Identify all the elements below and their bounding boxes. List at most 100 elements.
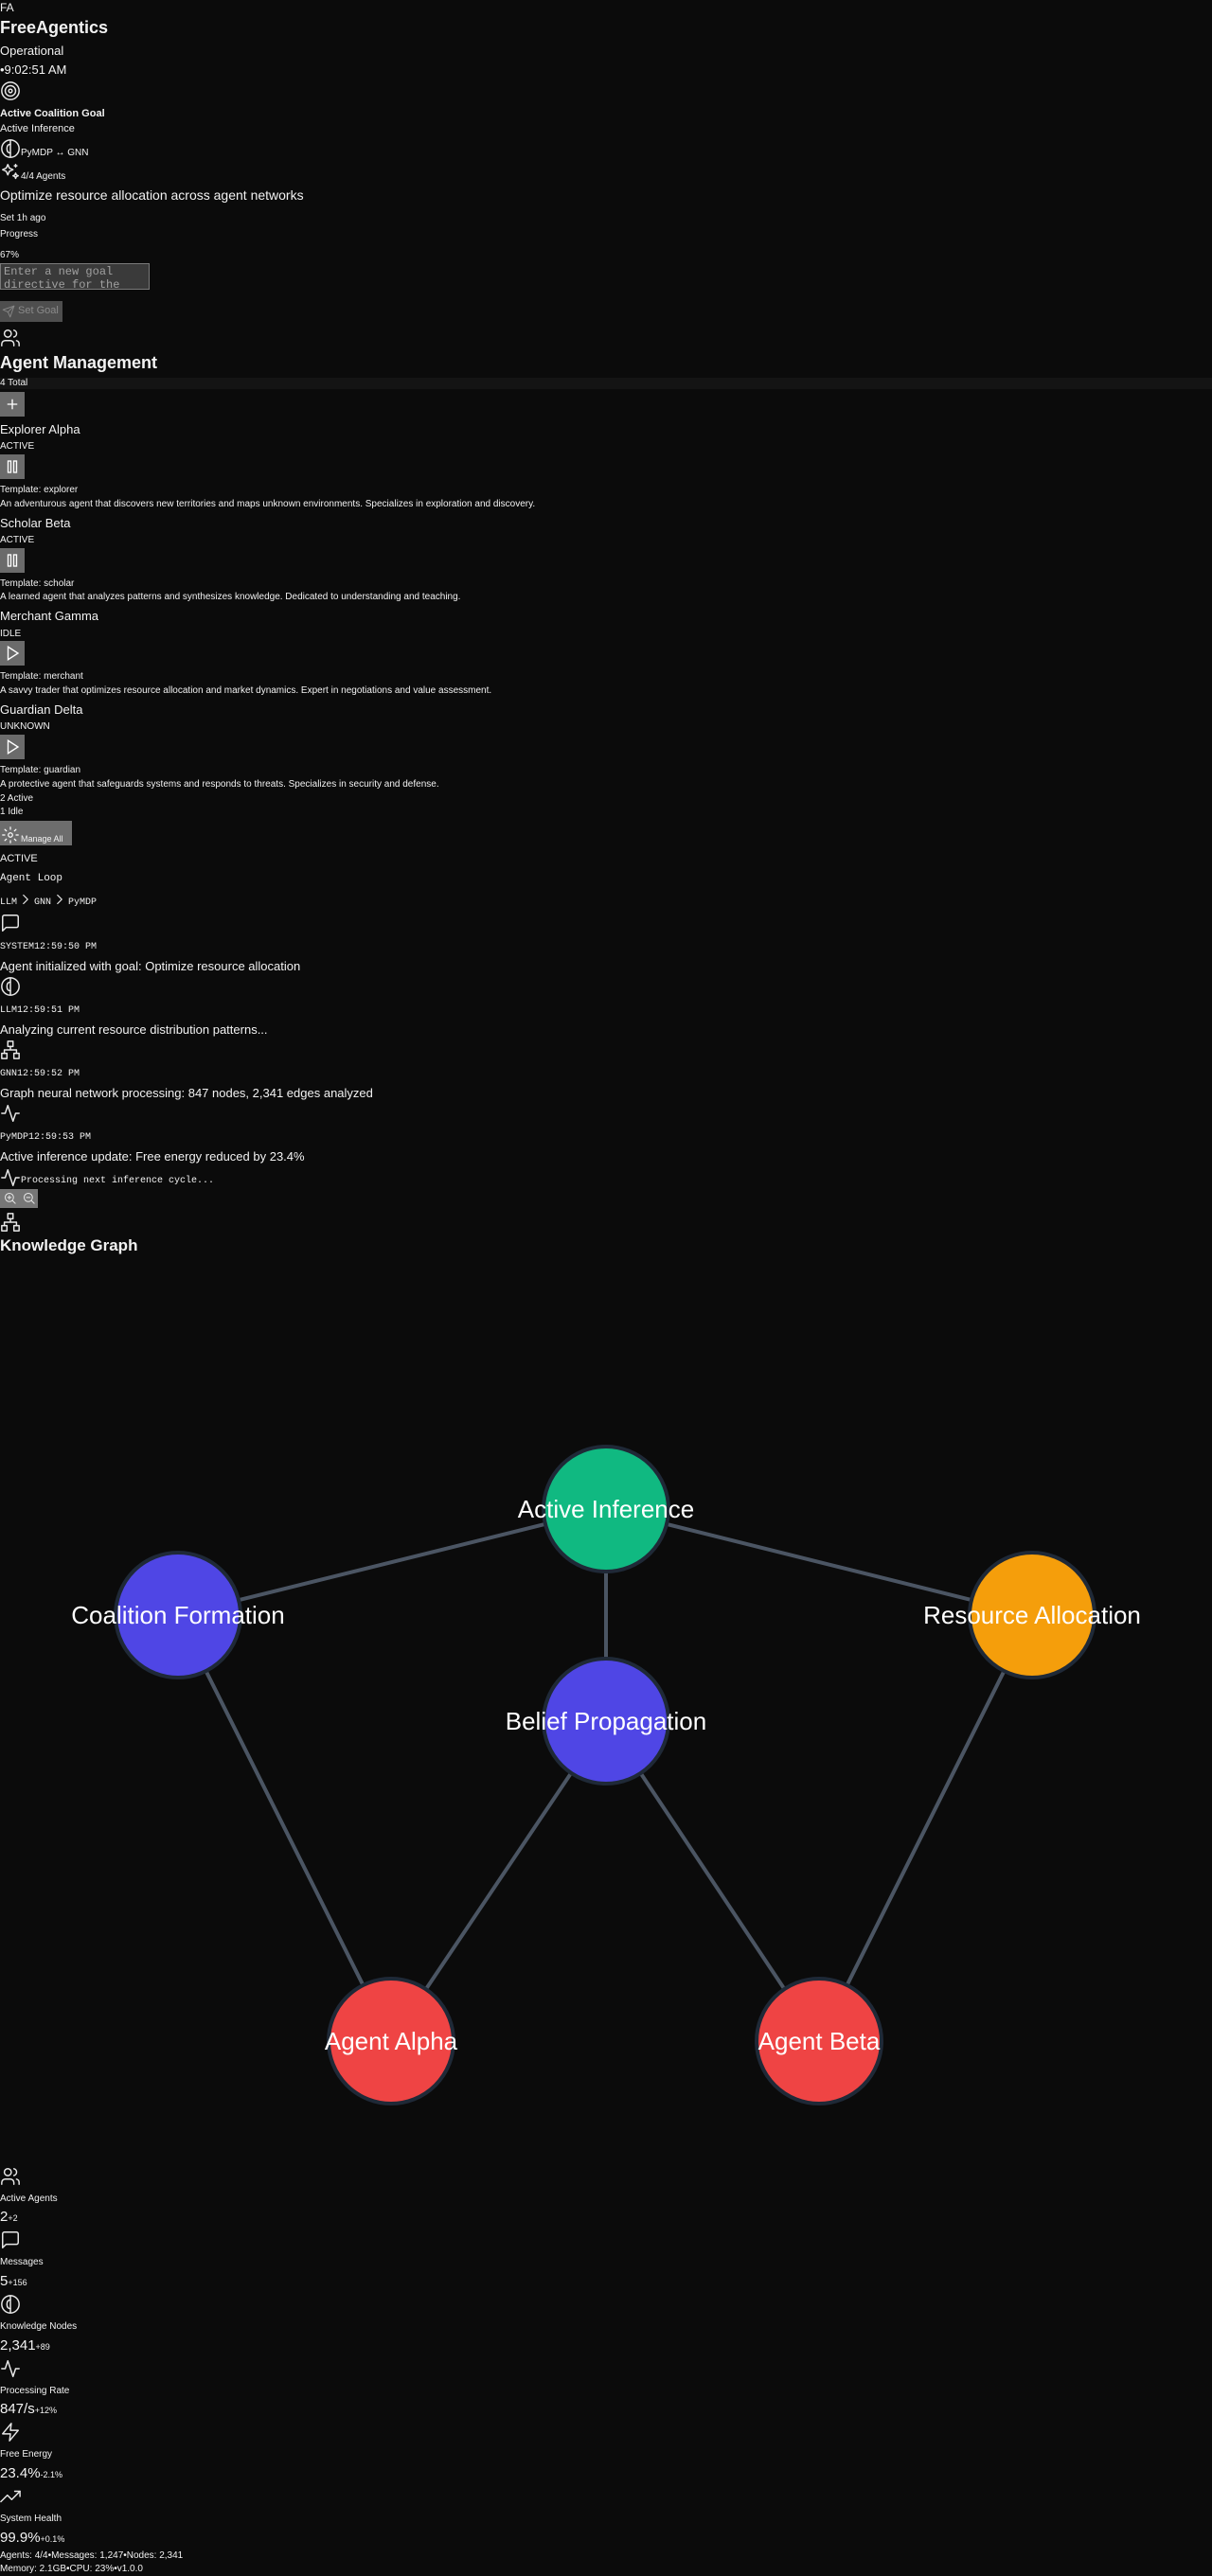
agent-name: Guardian Delta — [0, 702, 83, 717]
graph-edge — [176, 1613, 393, 2042]
pause-agent-button[interactable] — [0, 547, 25, 573]
agent-name: Explorer Alpha — [0, 421, 80, 436]
play-icon — [7, 739, 20, 755]
graph-node-label: Resource Allocation — [923, 1601, 1141, 1629]
agent-status: IDLE — [0, 628, 22, 639]
graph-node-ab[interactable] — [755, 1976, 883, 2105]
manage-all-button[interactable]: Manage All — [0, 821, 72, 846]
system-status: Operational — [0, 44, 64, 59]
message-icon — [0, 2230, 1212, 2250]
metric-card: Knowledge Nodes 2,341+89 — [0, 2294, 1212, 2355]
graph-edge — [177, 1506, 607, 1617]
goal-set-time: Set 1h ago — [0, 212, 46, 223]
pause-agent-button[interactable] — [0, 453, 25, 479]
metric-delta: +0.1% — [40, 2533, 65, 2544]
chevron-right-icon — [51, 891, 68, 908]
agent-card[interactable]: Merchant Gamma IDLE Template: merchant A… — [0, 609, 1212, 697]
metric-value: 5 — [0, 2273, 9, 2290]
activity-icon — [0, 1167, 21, 1188]
pause-icon — [7, 460, 18, 473]
graph-edge — [605, 1506, 1033, 1617]
progress-value: 67% — [0, 250, 20, 261]
users-icon — [0, 2166, 1212, 2187]
pipeline-step: LLM — [0, 897, 18, 909]
loop-message: LLM12:59:51 PM Analyzing current resourc… — [0, 976, 1212, 1037]
agent-status: UNKNOWN — [0, 721, 50, 733]
agent-total: 4 Total — [0, 378, 1212, 389]
loop-title: Agent Loop — [0, 873, 63, 885]
chevron-right-icon — [17, 891, 34, 908]
message-time: 12:59:51 PM — [17, 1005, 80, 1017]
agent-management-panel: Agent Management 4 Total Explorer Alpha … — [0, 328, 1212, 846]
graph-node-label: Agent Beta — [758, 2027, 881, 2055]
agent-status: ACTIVE — [0, 534, 35, 545]
activity-icon — [0, 2358, 1212, 2379]
zoom-in-button[interactable] — [3, 1191, 17, 1205]
agent-description: A savvy trader that optimizes resource a… — [0, 685, 492, 697]
loop-messages: SYSTEM12:59:50 PM Agent initialized with… — [0, 913, 1212, 1164]
graph-node-bp[interactable] — [542, 1656, 670, 1785]
graph-edge — [817, 1613, 1034, 2042]
graph-node-label: Belief Propagation — [506, 1707, 706, 1735]
knowledge-graph-title: Knowledge Graph — [0, 1235, 138, 1254]
processing-row: Processing next inference cycle... — [0, 1167, 1212, 1188]
message-text: Active inference update: Free energy red… — [0, 1149, 305, 1164]
start-agent-button[interactable] — [0, 735, 25, 760]
progress-label: Progress — [0, 229, 39, 240]
graph-node-ra[interactable] — [968, 1550, 1096, 1679]
agent-card[interactable]: Scholar Beta ACTIVE Template: scholar A … — [0, 516, 1212, 604]
users-icon — [0, 328, 1212, 348]
zap-icon — [0, 2422, 1212, 2443]
metric-value: 23.4% — [0, 2465, 41, 2482]
loop-message: PyMDP12:59:53 PM Active inference update… — [0, 1103, 1212, 1164]
start-agent-button[interactable] — [0, 641, 25, 666]
metric-delta: +89 — [35, 2341, 50, 2352]
app-header: FA FreeAgentics Operational •9:02:51 AM — [0, 0, 1212, 77]
message-icon — [0, 913, 1212, 933]
message-text: Graph neural network processing: 847 nod… — [0, 1086, 373, 1101]
metric-label: Processing Rate — [0, 2385, 70, 2396]
goal-input[interactable] — [0, 262, 150, 290]
active-count: 2 Active — [0, 792, 34, 804]
graph-node-label: Active Inference — [518, 1495, 694, 1523]
goal-engines: PyMDP ↔ GNN — [21, 148, 89, 159]
footer-stats: Agents: 4/4•Messages: 1,247•Nodes: 2,341 — [0, 2549, 184, 2561]
add-agent-button[interactable] — [0, 391, 25, 417]
processing-text: Processing next inference cycle... — [21, 1175, 215, 1186]
agent-description: A learned agent that analyzes patterns a… — [0, 592, 461, 603]
graph-node-aa[interactable] — [327, 1976, 455, 2105]
goal-agents-count: 4/4 Agents — [21, 171, 66, 183]
agent-loop-panel: ACTIVE Agent Loop LLM GNN PyMDP SYSTEM12… — [0, 853, 1212, 1187]
metric-card: Free Energy 23.4%-2.1% — [0, 2422, 1212, 2483]
agent-status: ACTIVE — [0, 441, 35, 453]
zoom-out-button[interactable] — [22, 1191, 36, 1205]
brain-icon — [0, 138, 21, 159]
graph-node-cf[interactable] — [114, 1550, 242, 1679]
graph-node-ai[interactable] — [542, 1444, 670, 1573]
metric-card: Processing Rate 847/s+12% — [0, 2358, 1212, 2420]
agent-card[interactable]: Explorer Alpha ACTIVE Template: explorer… — [0, 422, 1212, 510]
plus-icon — [7, 399, 18, 410]
metric-value: 2,341 — [0, 2336, 36, 2354]
metric-delta: +12% — [34, 2406, 57, 2416]
message-source: GNN — [0, 1069, 18, 1080]
play-icon — [7, 646, 20, 662]
loop-message: GNN12:59:52 PM Graph neural network proc… — [0, 1039, 1212, 1100]
gear-icon — [2, 826, 19, 844]
metric-delta: -2.1% — [40, 2470, 63, 2480]
pipeline-step: PyMDP — [68, 897, 98, 909]
metrics-panel: Active Agents 2+2 Messages 5+156 Knowled… — [0, 2166, 1212, 2548]
set-goal-button[interactable]: Set Goal — [0, 300, 62, 322]
loop-pipeline: LLM GNN PyMDP — [0, 890, 1212, 909]
message-time: 12:59:53 PM — [28, 1132, 92, 1144]
metric-value: 99.9% — [0, 2529, 41, 2546]
agent-card[interactable]: Guardian Delta UNKNOWN Template: guardia… — [0, 702, 1212, 791]
message-text: Agent initialized with goal: Optimize re… — [0, 958, 301, 973]
agent-template: Template: explorer — [0, 484, 79, 495]
metric-label: Free Energy — [0, 2449, 53, 2461]
goal-panel: Active Coalition Goal Active Inference P… — [0, 80, 1212, 322]
pause-icon — [7, 553, 18, 567]
brain-icon — [0, 976, 1212, 997]
